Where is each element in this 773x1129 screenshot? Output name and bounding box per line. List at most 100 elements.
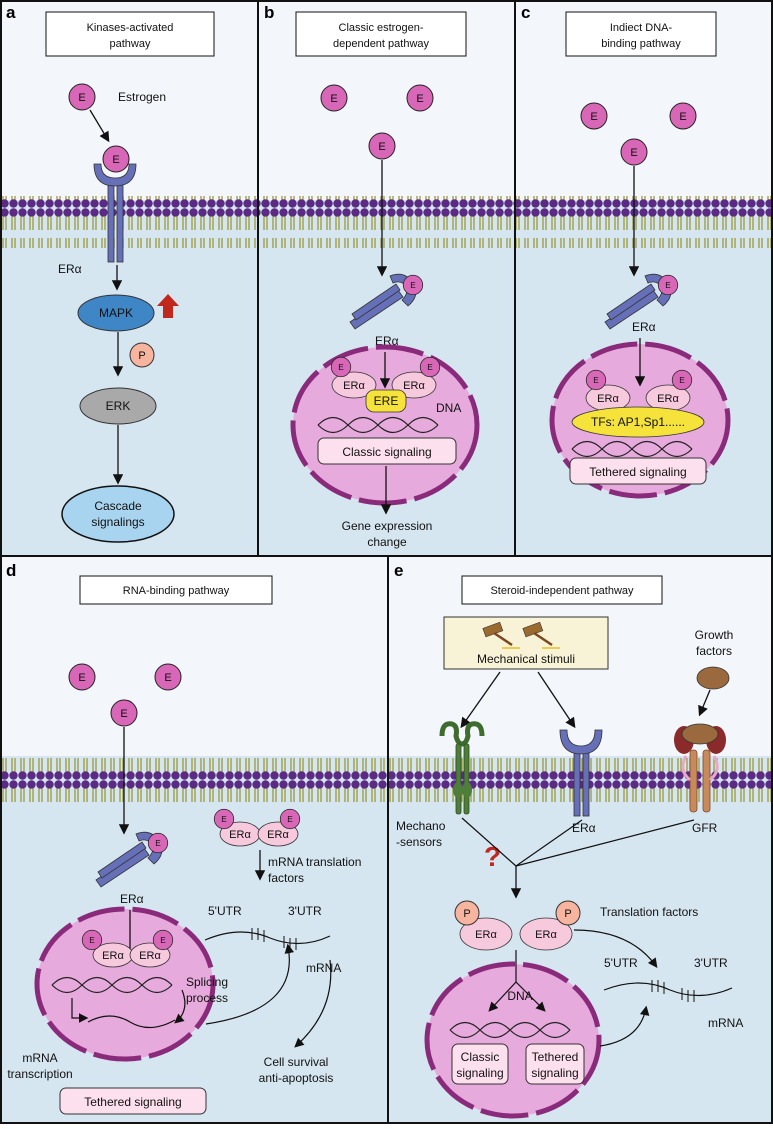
estrogen-molecule: E	[81, 929, 103, 951]
stimuli-label: Mechanical stimuli	[477, 652, 575, 666]
signaling-box	[317, 437, 457, 465]
outcome-label: change	[367, 535, 407, 549]
title-box	[295, 11, 467, 57]
receptor-label: ERα	[375, 334, 399, 348]
estrogen-molecule: E	[279, 808, 301, 830]
binding-arrow	[89, 109, 110, 143]
svg-text:ERα: ERα	[475, 929, 497, 941]
svg-text:E: E	[330, 93, 337, 105]
title-line: dependent pathway	[333, 38, 430, 50]
svg-text:E: E	[679, 376, 685, 385]
estrogen-molecule: E	[406, 84, 434, 112]
panel-a: a Kinases-activated pathway E Estrogen E…	[0, 0, 258, 556]
panel-b: b Classic estrogen- dependent pathway E …	[258, 0, 515, 556]
svg-text:ERα: ERα	[657, 393, 679, 405]
mechano-label: -sensors	[396, 835, 442, 849]
arrow	[205, 943, 295, 1025]
ere-element	[365, 389, 407, 413]
tf-label: TFs: AP1,Sp1......	[591, 415, 685, 429]
panel-c: c Indiect DNA- binding pathway E E E E E…	[515, 0, 773, 556]
svg-text:E: E	[160, 936, 166, 945]
svg-text:E: E	[416, 93, 423, 105]
cell-membrane	[258, 196, 515, 248]
classic-label: Classic	[461, 1050, 500, 1064]
title-line: Classic estrogen-	[339, 22, 424, 34]
estrogen-molecule: E	[330, 356, 352, 378]
hammer-icon	[482, 621, 520, 649]
svg-text:P: P	[138, 350, 145, 362]
estrogen-label: Estrogen	[118, 90, 166, 104]
title-box	[45, 11, 215, 57]
receptor-icon	[93, 163, 137, 263]
title-box	[565, 11, 717, 57]
arrow	[573, 929, 658, 968]
signaling-box	[59, 1087, 207, 1115]
svg-text:E: E	[120, 708, 127, 720]
outcome-label: Gene expression	[342, 519, 433, 533]
svg-text:P: P	[564, 908, 571, 920]
panel-d: d RNA-binding pathway E E E E ERα ERα ER…	[0, 556, 388, 1124]
estrogen-molecule: E	[585, 369, 607, 391]
survival-label: Cell survival	[264, 1055, 329, 1069]
svg-text:E: E	[593, 376, 599, 385]
estrogen-molecule: E	[68, 663, 96, 691]
estrogen-molecule: E	[147, 832, 169, 854]
mrna-label: mRNA	[306, 961, 341, 975]
survival-label: anti-apoptosis	[259, 1071, 334, 1085]
dna-helix	[317, 416, 439, 434]
svg-text:P: P	[463, 908, 470, 920]
panel-letter: c	[521, 3, 530, 22]
panel-letter: b	[264, 3, 274, 22]
mechano-label: Mechano	[396, 819, 446, 833]
arrow	[515, 981, 546, 1012]
signaling-label: Tethered signaling	[84, 1095, 181, 1109]
svg-text:E: E	[89, 936, 95, 945]
phosphate-icon: P	[555, 900, 581, 926]
svg-text:ERα: ERα	[267, 829, 289, 841]
transcription-label: mRNA	[22, 1051, 57, 1065]
pre-mrna	[87, 1015, 176, 1029]
er-dimer: ERα ERα	[459, 917, 573, 951]
cell-membrane	[515, 196, 773, 248]
svg-text:E: E	[410, 281, 416, 290]
receptor-label: ERα	[58, 262, 82, 276]
receptor-label: ERα	[120, 892, 144, 906]
phosphate-icon: P	[454, 900, 480, 926]
utr5-label: 5'UTR	[208, 904, 242, 918]
nucleus	[424, 961, 602, 1119]
arrow	[71, 998, 89, 1023]
mechanosensor-icon	[439, 721, 485, 815]
svg-text:E: E	[338, 363, 344, 372]
estrogen-molecule: E	[152, 929, 174, 951]
estrogen-molecule: E	[110, 699, 138, 727]
estrogen-molecule: E	[102, 145, 130, 173]
receptor-label: ERα	[572, 821, 596, 835]
splicing-label: Splicing	[186, 975, 228, 989]
svg-text:E: E	[665, 281, 671, 290]
arrow	[488, 981, 517, 1012]
gfr-label: GFR	[692, 821, 718, 835]
svg-text:E: E	[679, 111, 686, 123]
stimuli-box	[443, 616, 609, 670]
estrogen-molecule: E	[671, 369, 693, 391]
arrow	[599, 1005, 650, 1047]
arrow	[294, 959, 332, 1048]
arrow	[174, 989, 186, 1024]
phosphate-icon: P	[129, 342, 155, 368]
svg-text:E: E	[112, 154, 119, 166]
title-box	[461, 575, 663, 605]
svg-text:E: E	[155, 839, 161, 848]
estrogen-molecule: E	[368, 132, 396, 160]
converge-line	[515, 819, 583, 867]
receptor-icon	[559, 729, 603, 817]
svg-text:E: E	[590, 111, 597, 123]
panel-letter: d	[6, 561, 16, 580]
cascade-node	[61, 485, 175, 543]
arrow	[460, 671, 501, 729]
erk-label: ERK	[106, 399, 131, 413]
title-line: Indiect DNA-	[610, 22, 673, 34]
panel-e: e Steroid-independent pathway Mechanical…	[388, 556, 773, 1124]
svg-text:E: E	[630, 147, 637, 159]
